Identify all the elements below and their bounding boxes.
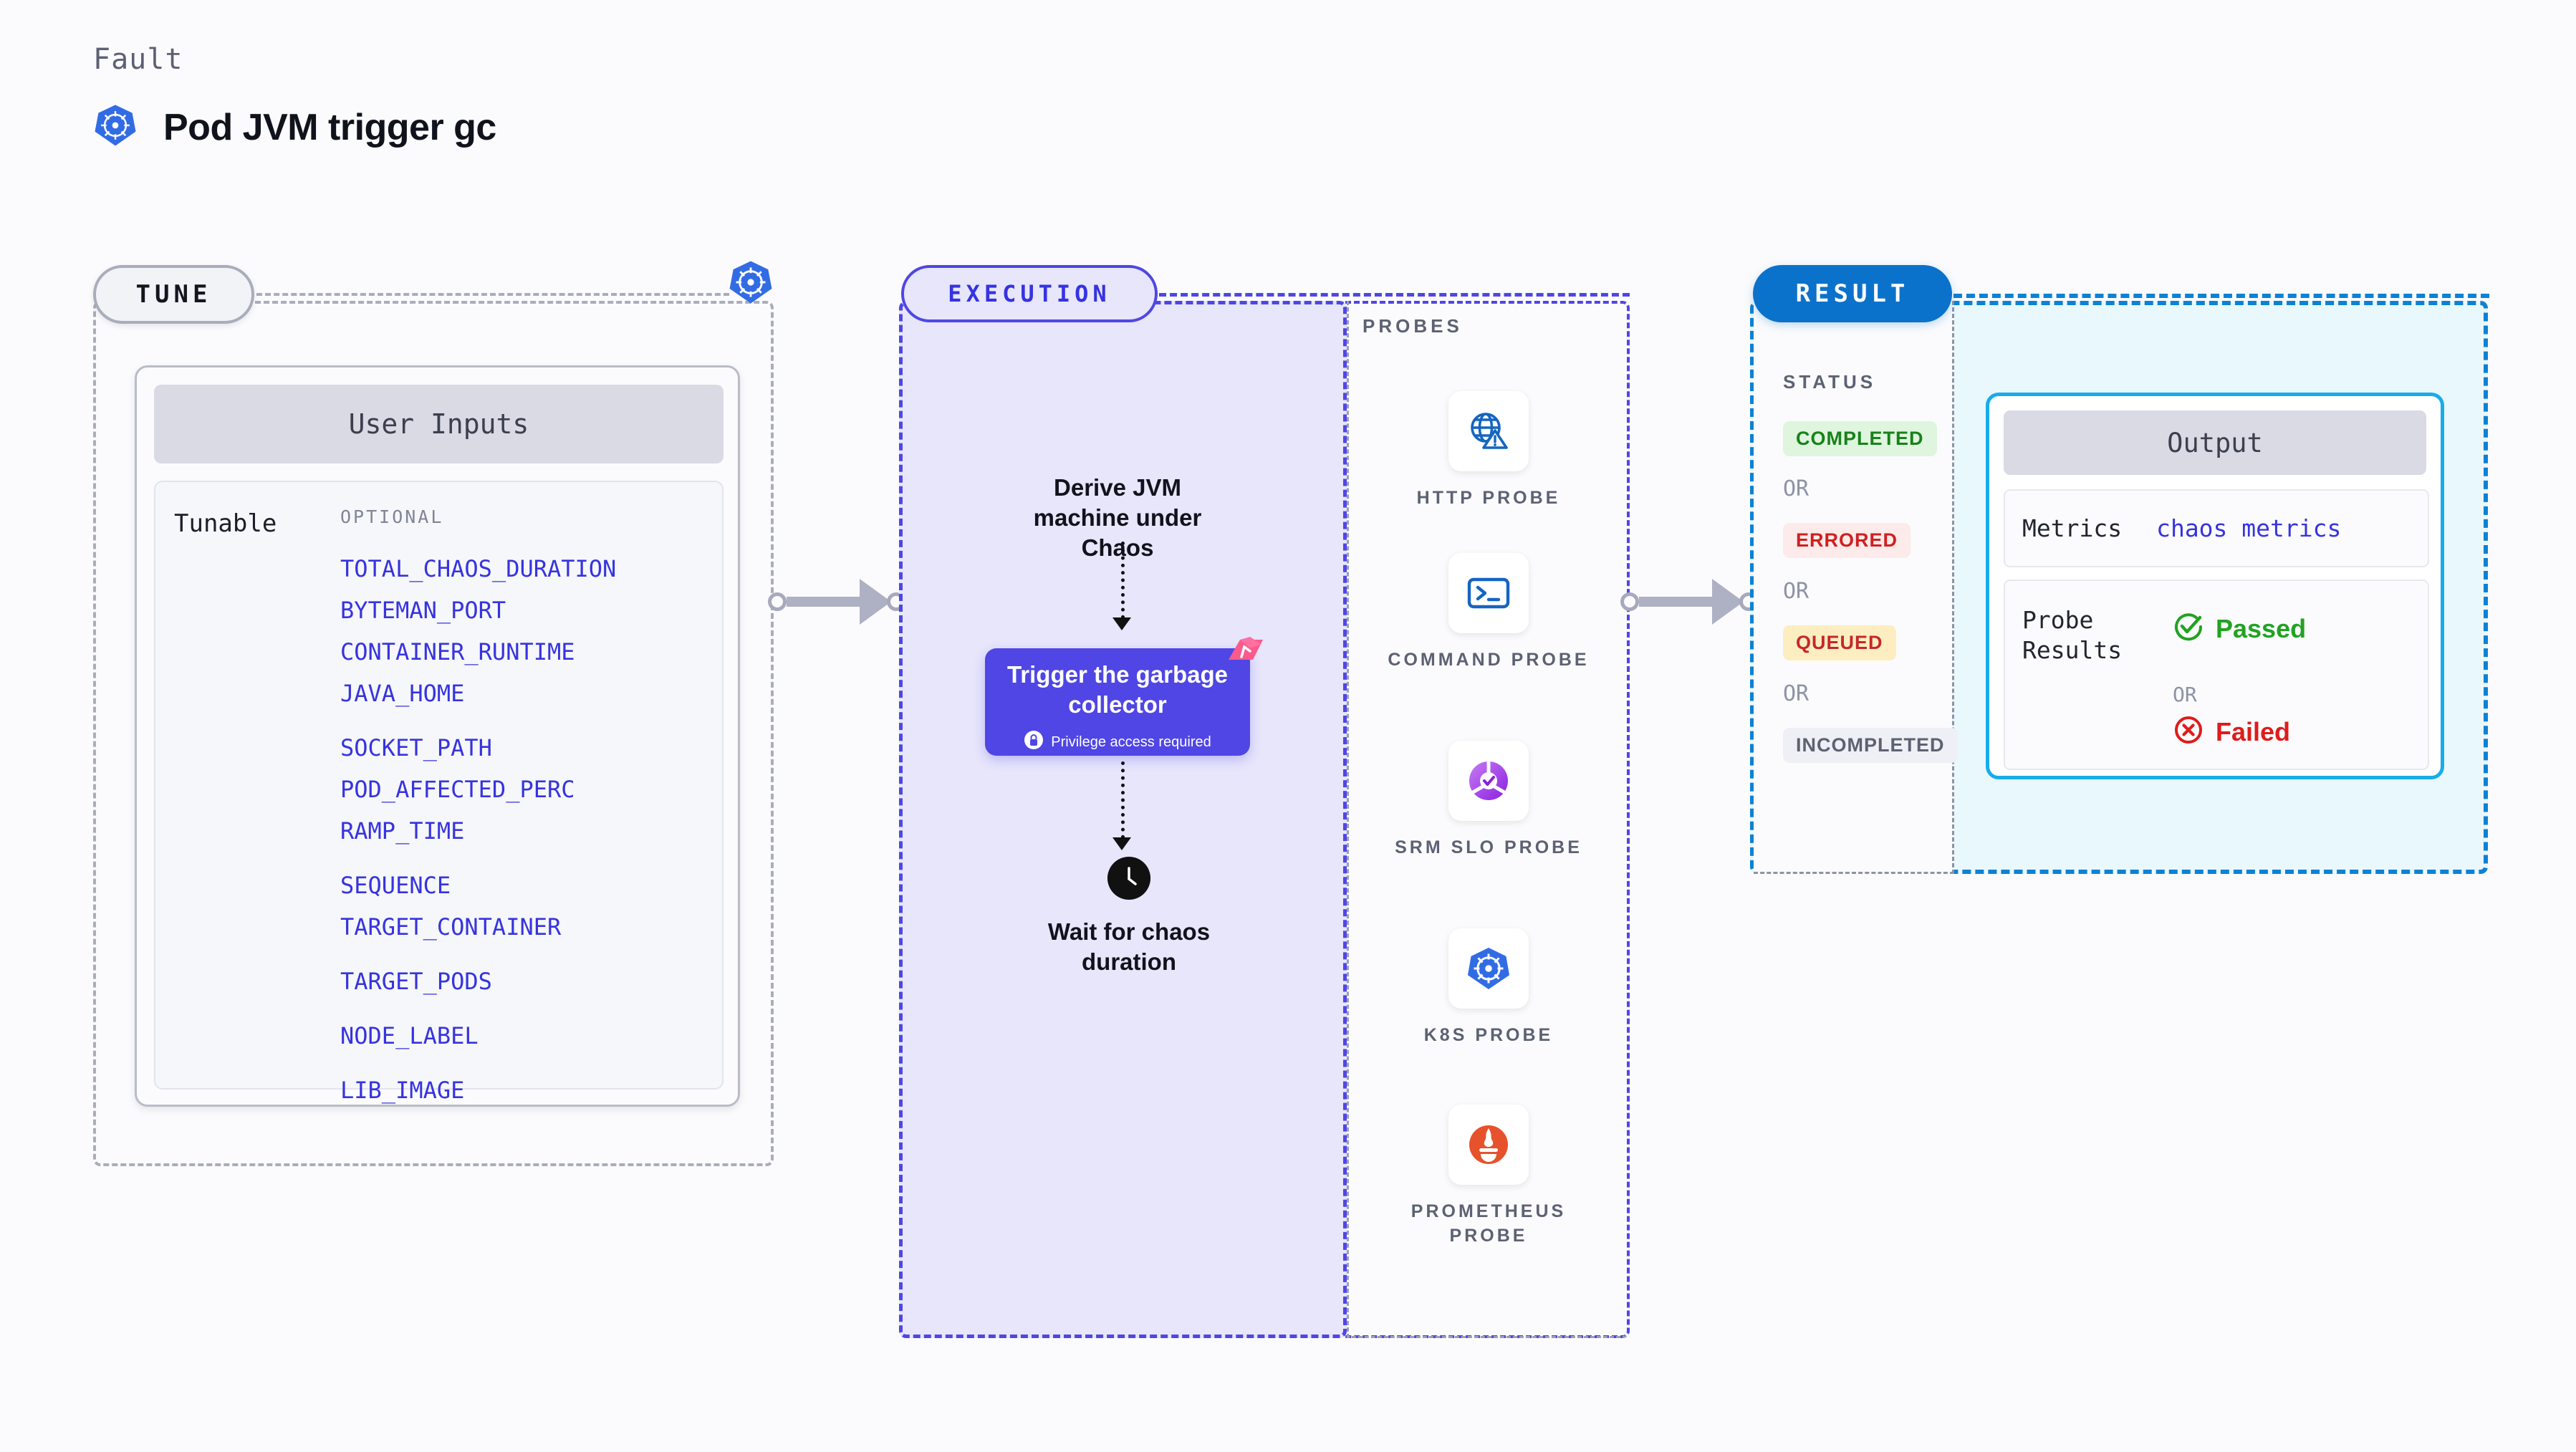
tunable-box: Tunable OPTIONAL TOTAL_CHAOS_DURATION BY… xyxy=(154,481,724,1104)
probe-item-k8s[interactable]: K8S PROBE xyxy=(1381,928,1596,1047)
flow-arrow-1 xyxy=(1121,542,1125,619)
probe-label: PROMETHEUS PROBE xyxy=(1410,1201,1567,1246)
prometheus-icon xyxy=(1448,1105,1529,1185)
probe-result-or: OR xyxy=(2173,683,2197,706)
flow-arrow-1-head xyxy=(1112,617,1131,630)
privilege-note-text: Privilege access required xyxy=(1051,734,1211,750)
metrics-label: Metrics xyxy=(2022,514,2123,542)
status-badge-errored: ERRORED xyxy=(1783,523,1911,558)
status-or-1: OR xyxy=(1783,476,1810,501)
tunable-item[interactable]: LIB_IMAGE xyxy=(340,1077,465,1104)
probe-label: COMMAND PROBE xyxy=(1388,650,1590,670)
execution-step-1: Derive JVM machine under Chaos xyxy=(1033,474,1202,561)
fault-title-row: Pod JVM trigger gc xyxy=(93,103,496,151)
probe-result-failed: Failed xyxy=(2173,714,2290,749)
metrics-value[interactable]: chaos metrics xyxy=(2156,514,2342,542)
flow-arrow-2-head xyxy=(1112,837,1131,850)
page-header: Fault Pod JVM trigger gc xyxy=(93,43,496,151)
execution-pill[interactable]: EXECUTION xyxy=(901,265,1158,322)
status-or-3: OR xyxy=(1783,681,1810,706)
tune-zone xyxy=(93,301,774,1166)
tunable-item[interactable]: RAMP_TIME xyxy=(340,817,465,845)
probe-item-srm-slo[interactable]: SRM SLO PROBE xyxy=(1381,741,1596,860)
kubernetes-icon xyxy=(93,103,138,151)
connector-execution-to-result xyxy=(1620,579,1761,625)
status-or-2: OR xyxy=(1783,579,1810,604)
probe-item-prometheus[interactable]: PROMETHEUS PROBE xyxy=(1381,1105,1596,1248)
kubernetes-icon xyxy=(1448,928,1529,1009)
status-badge-incompleted: INCOMPLETED xyxy=(1783,728,1958,763)
flow-arrow-2 xyxy=(1121,761,1125,839)
tunable-item[interactable]: TOTAL_CHAOS_DURATION xyxy=(340,555,617,582)
optional-label: OPTIONAL xyxy=(340,506,444,527)
srm-slo-icon xyxy=(1448,741,1529,821)
kubernetes-icon xyxy=(728,259,774,309)
user-inputs-title: User Inputs xyxy=(154,385,724,463)
probe-result-failed-text: Failed xyxy=(2216,716,2291,746)
check-circle-icon xyxy=(2173,611,2204,646)
privilege-note: Privilege access required xyxy=(985,730,1250,754)
probes-zone xyxy=(1347,301,1630,1338)
litmus-badge-icon xyxy=(1226,635,1266,676)
status-title: STATUS xyxy=(1783,371,1877,393)
metrics-row: Metrics chaos metrics xyxy=(2004,489,2429,567)
probes-title: PROBES xyxy=(1363,315,1463,337)
connector-dot xyxy=(1620,592,1639,611)
globe-warning-icon xyxy=(1448,391,1529,471)
output-title: Output xyxy=(2004,410,2426,475)
status-zone xyxy=(1754,301,1954,874)
tunable-item[interactable]: JAVA_HOME xyxy=(340,680,465,707)
execution-action-card[interactable]: Trigger the garbage collector Privilege … xyxy=(985,637,1263,756)
connector-bar xyxy=(787,597,861,607)
tunable-item[interactable]: TARGET_CONTAINER xyxy=(340,913,562,941)
tunable-item[interactable]: BYTEMAN_PORT xyxy=(340,597,506,624)
tunable-item[interactable]: CONTAINER_RUNTIME xyxy=(340,638,575,665)
tunable-item[interactable]: NODE_LABEL xyxy=(340,1022,479,1049)
lock-icon xyxy=(1024,730,1044,754)
user-inputs-card: User Inputs Tunable OPTIONAL TOTAL_CHAOS… xyxy=(135,365,740,1107)
tunable-item[interactable]: TARGET_PODS xyxy=(340,968,492,995)
connector-arrowhead xyxy=(860,579,891,625)
probe-item-command[interactable]: COMMAND PROBE xyxy=(1381,553,1596,672)
tunable-item[interactable]: SEQUENCE xyxy=(340,872,451,899)
probe-result-passed-text: Passed xyxy=(2216,613,2307,643)
connector-bar xyxy=(1639,597,1714,607)
page-title: Pod JVM trigger gc xyxy=(163,106,496,148)
connector-dot xyxy=(768,592,787,611)
probe-item-http[interactable]: HTTP PROBE xyxy=(1381,391,1596,510)
status-badge-queued: QUEUED xyxy=(1783,625,1896,660)
tune-connector-line xyxy=(256,293,729,296)
probe-label: K8S PROBE xyxy=(1423,1025,1554,1045)
execution-connector-line xyxy=(1159,293,1630,297)
result-connector-line xyxy=(1953,294,2489,298)
probe-label: HTTP PROBE xyxy=(1416,488,1561,508)
probe-label: SRM SLO PROBE xyxy=(1395,837,1582,857)
execution-step-3: Wait for chaos duration xyxy=(1047,918,1211,975)
fault-kicker: Fault xyxy=(93,43,183,76)
result-pill[interactable]: RESULT xyxy=(1753,265,1952,322)
connector-arrowhead xyxy=(1712,579,1744,625)
tunable-label: Tunable xyxy=(174,509,277,538)
status-badge-completed: COMPLETED xyxy=(1783,421,1937,456)
clock-icon xyxy=(1107,857,1150,900)
tune-pill[interactable]: TUNE xyxy=(93,265,254,324)
tunable-list: TOTAL_CHAOS_DURATION BYTEMAN_PORT CONTAI… xyxy=(340,548,713,1111)
x-circle-icon xyxy=(2173,714,2204,749)
connector-tune-to-execution xyxy=(768,579,908,625)
tunable-item[interactable]: SOCKET_PATH xyxy=(340,734,492,761)
tunable-item[interactable]: POD_AFFECTED_PERC xyxy=(340,776,575,803)
execution-action-title: Trigger the garbage collector xyxy=(1006,661,1229,718)
probe-result-passed: Passed xyxy=(2173,611,2306,646)
terminal-icon xyxy=(1448,553,1529,633)
